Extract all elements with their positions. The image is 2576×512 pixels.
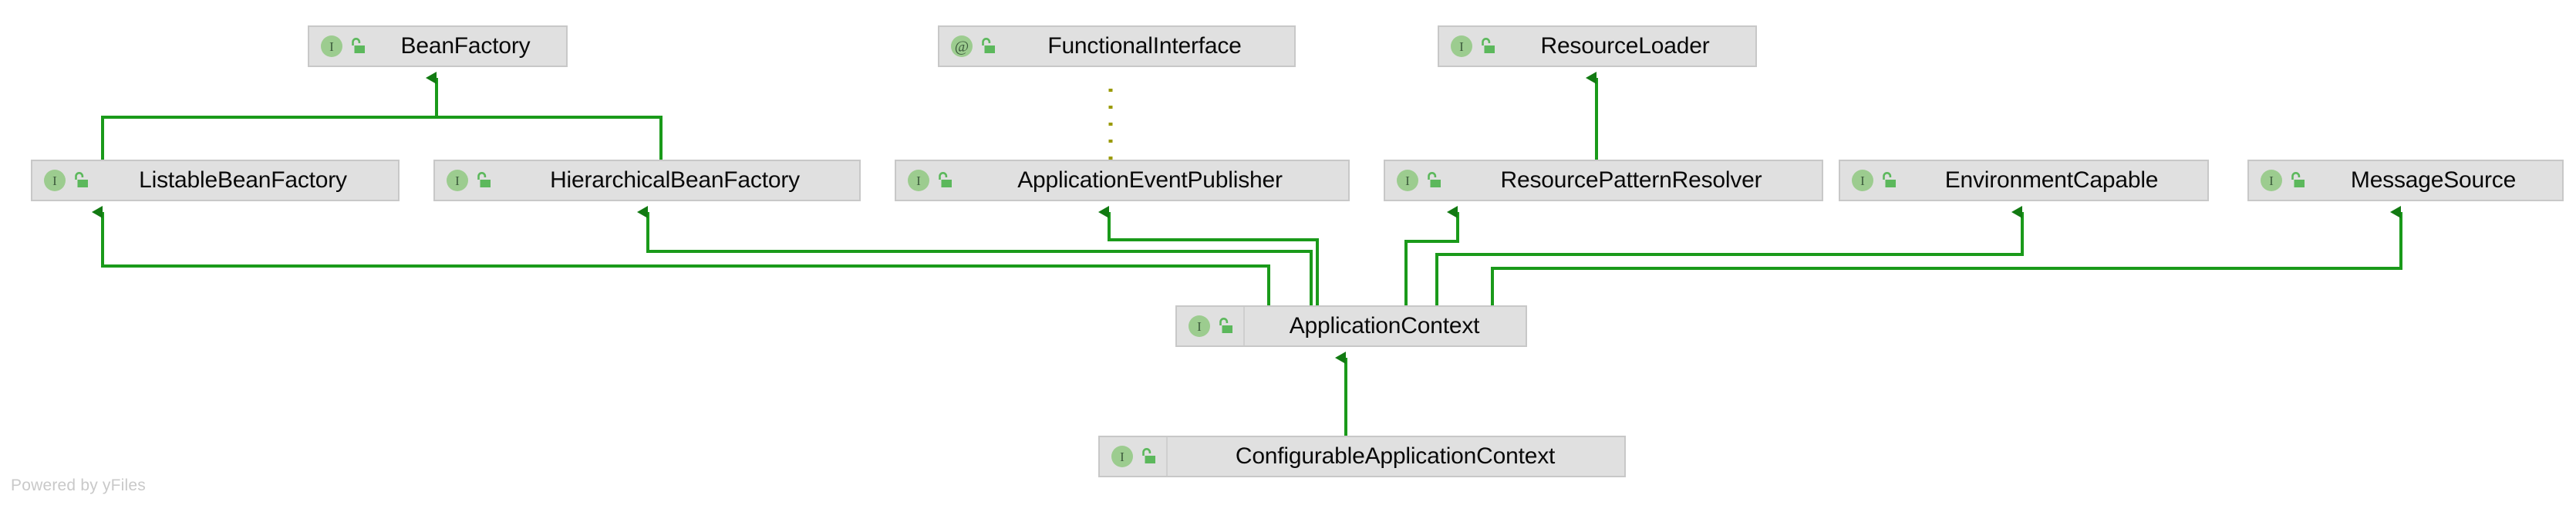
- edge-context-to-environment: [1435, 206, 2024, 305]
- uml-node-environment-capable[interactable]: I EnvironmentCapable: [1839, 160, 2209, 201]
- uml-node-resource-loader[interactable]: I ResourceLoader: [1438, 25, 1757, 67]
- node-label: ResourcePatternResolver: [1500, 167, 1762, 193]
- uml-node-bean-factory[interactable]: I BeanFactory: [308, 25, 568, 67]
- node-icon-group: I: [1177, 307, 1245, 345]
- node-label: FunctionalInterface: [1047, 33, 1242, 59]
- edge-listable-to-beanfactory: [101, 116, 437, 160]
- edge-context-to-publisher: [1098, 206, 1319, 305]
- svg-text:I: I: [455, 173, 460, 188]
- node-label: ApplicationEventPublisher: [1017, 167, 1283, 193]
- svg-text:I: I: [1459, 39, 1464, 54]
- interface-icon: I: [908, 170, 929, 191]
- uml-node-application-event-publisher[interactable]: I ApplicationEventPublisher: [895, 160, 1350, 201]
- svg-text:I: I: [1405, 173, 1410, 188]
- unlocked-padlock-icon: [982, 38, 995, 53]
- svg-text:I: I: [916, 173, 921, 188]
- unlocked-padlock-icon: [1219, 318, 1232, 333]
- unlocked-padlock-icon: [75, 172, 88, 187]
- node-label: ApplicationContext: [1289, 313, 1480, 339]
- node-icon-group: I: [1439, 27, 1502, 66]
- node-label: EnvironmentCapable: [1944, 167, 2159, 193]
- uml-node-listable-bean-factory[interactable]: I ListableBeanFactory: [31, 160, 400, 201]
- edge-context-to-hierarchical: [637, 206, 1313, 305]
- interface-icon: I: [1189, 315, 1210, 337]
- node-icon-group: I: [896, 161, 959, 200]
- svg-text:I: I: [1197, 319, 1202, 334]
- edge-context-to-listable: [92, 206, 1270, 305]
- interface-icon: I: [1451, 35, 1472, 57]
- node-label: BeanFactory: [400, 33, 531, 59]
- svg-text:I: I: [1860, 173, 1865, 188]
- svg-text:I: I: [2269, 173, 2274, 188]
- edge-context-to-patternresolver: [1404, 206, 1459, 305]
- unlocked-padlock-icon: [1883, 172, 1896, 187]
- uml-node-functional-interface[interactable]: @ FunctionalInterface: [938, 25, 1296, 67]
- unlocked-padlock-icon: [477, 172, 491, 187]
- node-label: ResourceLoader: [1540, 33, 1710, 59]
- unlocked-padlock-icon: [1142, 448, 1155, 463]
- uml-node-resource-pattern-resolver[interactable]: I ResourcePatternResolver: [1384, 160, 1823, 201]
- node-label: HierarchicalBeanFactory: [550, 167, 800, 193]
- node-icon-group: @: [939, 27, 1003, 66]
- interface-icon: I: [447, 170, 468, 191]
- uml-node-configurable-application-context[interactable]: I ConfigurableApplicationContext: [1098, 436, 1626, 477]
- node-icon-group: I: [309, 27, 373, 66]
- node-icon-group: I: [2249, 161, 2312, 200]
- svg-text:I: I: [1120, 450, 1124, 464]
- interface-icon: I: [1852, 170, 1873, 191]
- annotation-icon: @: [951, 35, 973, 57]
- interface-icon: I: [44, 170, 66, 191]
- uml-node-message-source[interactable]: I MessageSource: [2247, 160, 2564, 201]
- node-icon-group: I: [1100, 437, 1168, 476]
- svg-text:@: @: [955, 39, 969, 56]
- interface-icon: I: [1397, 170, 1418, 191]
- node-icon-group: I: [435, 161, 498, 200]
- node-label: ConfigurableApplicationContext: [1235, 443, 1556, 469]
- yfiles-watermark: Powered by yFiles: [11, 477, 146, 494]
- edge-context-to-messagesource: [1491, 206, 2402, 305]
- unlocked-padlock-icon: [2291, 172, 2305, 187]
- svg-text:I: I: [329, 39, 334, 54]
- svg-text:I: I: [52, 173, 57, 188]
- unlocked-padlock-icon: [1428, 172, 1441, 187]
- edge-hierarchical-to-beanfactory: [437, 116, 663, 160]
- node-label: MessageSource: [2350, 167, 2517, 193]
- interface-icon: I: [2261, 170, 2282, 191]
- uml-node-hierarchical-bean-factory[interactable]: I HierarchicalBeanFactory: [433, 160, 861, 201]
- unlocked-padlock-icon: [352, 38, 365, 53]
- node-icon-group: I: [1840, 161, 1903, 200]
- interface-icon: I: [321, 35, 342, 57]
- node-icon-group: I: [1385, 161, 1448, 200]
- uml-node-application-context[interactable]: I ApplicationContext: [1175, 305, 1527, 347]
- node-label: ListableBeanFactory: [139, 167, 347, 193]
- node-icon-group: I: [32, 161, 96, 200]
- unlocked-padlock-icon: [939, 172, 952, 187]
- unlocked-padlock-icon: [1482, 38, 1495, 53]
- interface-icon: I: [1111, 446, 1133, 467]
